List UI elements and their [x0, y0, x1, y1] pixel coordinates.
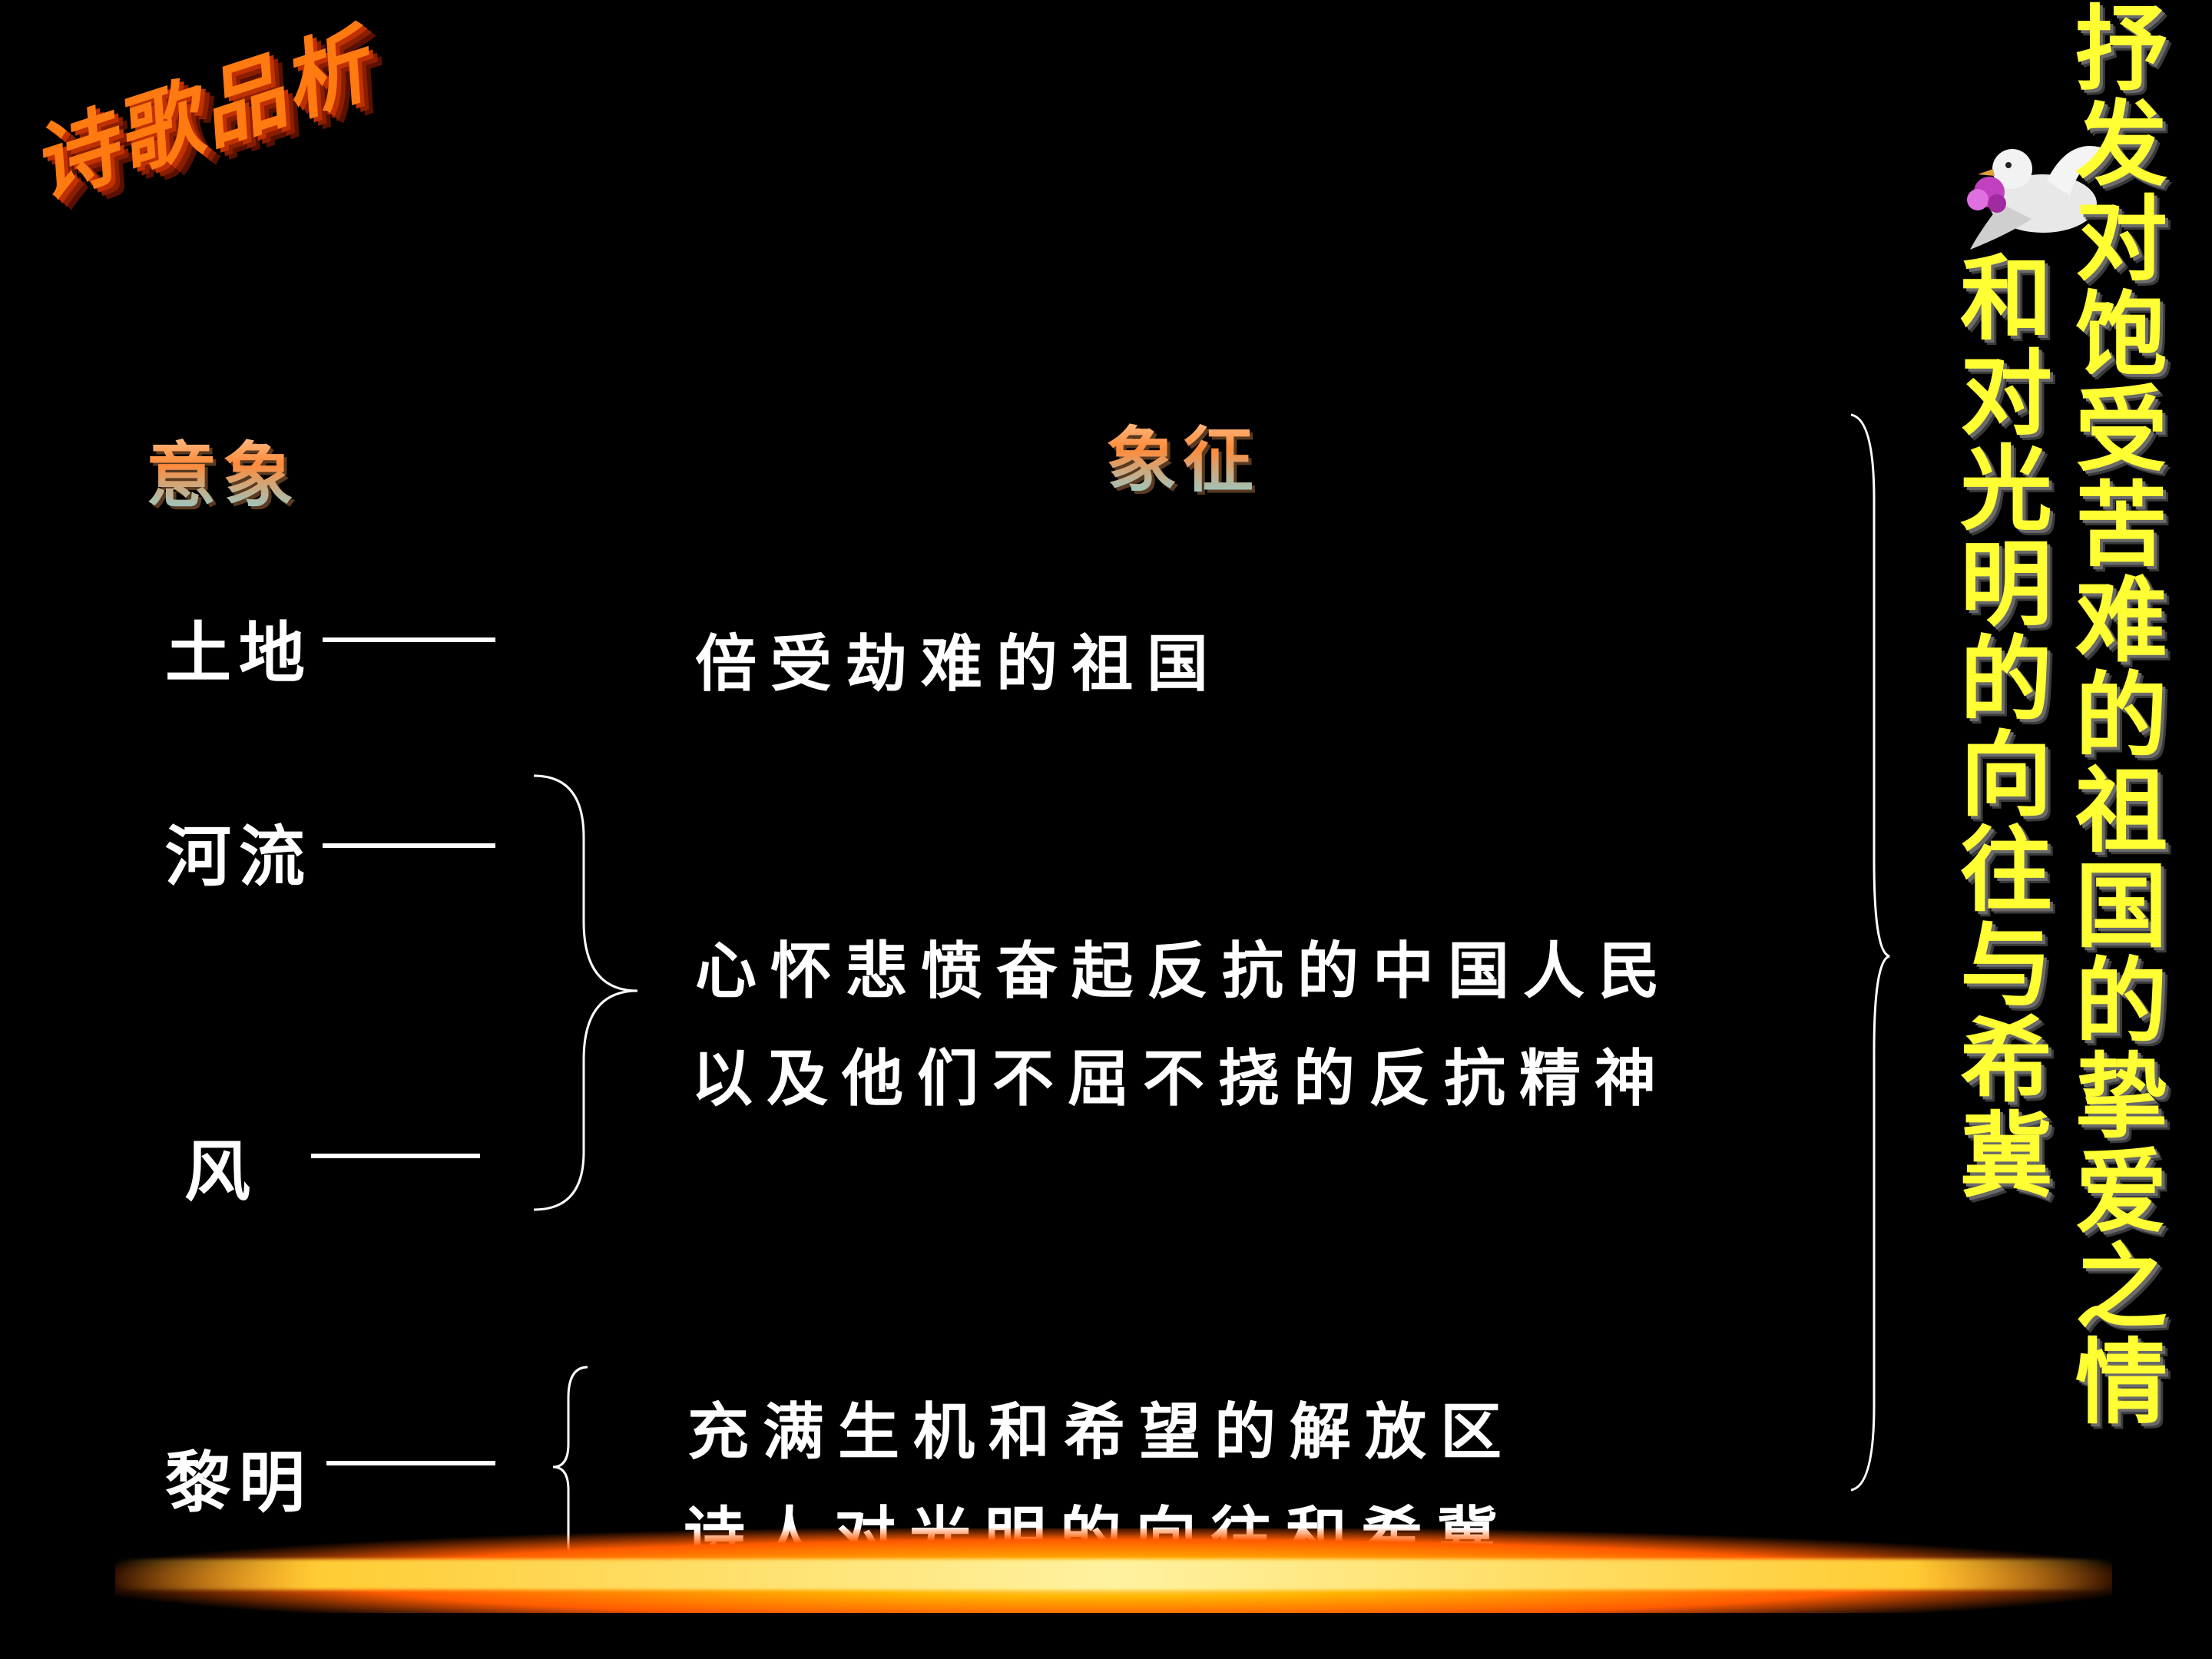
imagery-header: 意象	[146, 419, 300, 521]
image-river: 河流	[165, 818, 313, 896]
image-land: 土地	[165, 614, 313, 692]
symbol-land: 倍受劫难的祖国	[695, 628, 1222, 700]
dove-with-flower-icon	[1967, 146, 2108, 250]
symbol-header: 象征	[1106, 403, 1260, 505]
symbol-people-line1: 心怀悲愤奋起反抗的中国人民	[695, 935, 1674, 1007]
dash-dawn	[326, 1461, 495, 1465]
symbol-people-line2: 以及他们不屈不挠的反抗精神	[691, 1042, 1670, 1114]
theme-column-1: 抒发对饱受苦难的祖国的挚爱之情	[2059, 0, 2166, 1429]
symbol-dawn-line1: 充满生机和希望的解放区	[687, 1396, 1515, 1468]
theme-column-2: 和对光明的向往与希冀	[1944, 250, 2051, 1202]
dash-land	[323, 637, 495, 642]
image-dawn: 黎明	[165, 1444, 313, 1522]
fire-glow	[115, 1559, 2112, 1590]
dash-wind	[311, 1154, 480, 1158]
image-wind: 风	[184, 1133, 258, 1210]
dash-river	[323, 843, 495, 848]
brace-river-wind	[533, 774, 638, 1211]
brace-all	[1850, 413, 1890, 1492]
